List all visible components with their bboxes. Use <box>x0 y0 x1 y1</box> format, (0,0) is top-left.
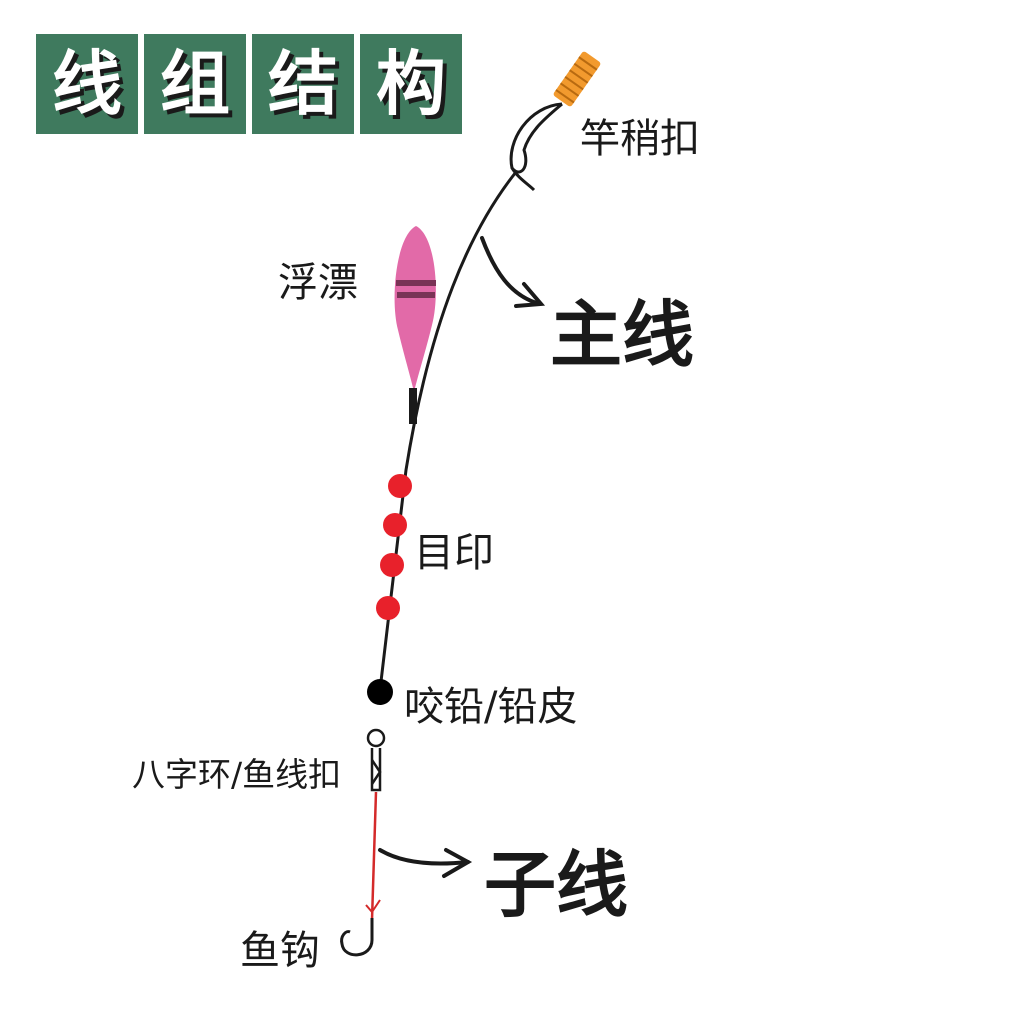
rod-tip-connector-label: 竿稍扣 <box>580 116 700 162</box>
hook-label: 鱼钩 <box>240 928 320 974</box>
main-line-arrow-icon <box>480 236 546 308</box>
title-char-2: 组 <box>144 34 246 134</box>
leader-line <box>370 791 378 921</box>
split-shot-label: 咬铅/铅皮 <box>404 684 578 730</box>
leader-line-arrow-icon <box>378 848 473 878</box>
title-char-3: 结 <box>252 34 354 134</box>
bead-markers-icon <box>376 474 412 620</box>
float-icon <box>394 226 436 424</box>
bead-markers-label: 目印 <box>414 530 494 576</box>
split-shot-icon <box>367 679 393 705</box>
swivel-icon <box>366 728 386 792</box>
hook-icon <box>340 918 374 957</box>
float-label: 浮漂 <box>278 260 358 306</box>
swivel-label: 八字环/鱼线扣 <box>132 755 342 794</box>
main-line-label: 主线 <box>550 293 695 377</box>
main-line <box>378 171 518 691</box>
title-char-1: 线 <box>36 34 138 134</box>
rod-tip-connector-icon <box>553 51 601 107</box>
title-char-4: 构 <box>360 34 462 134</box>
leader-line-label: 子线 <box>484 843 629 927</box>
connector-loop <box>509 102 563 174</box>
